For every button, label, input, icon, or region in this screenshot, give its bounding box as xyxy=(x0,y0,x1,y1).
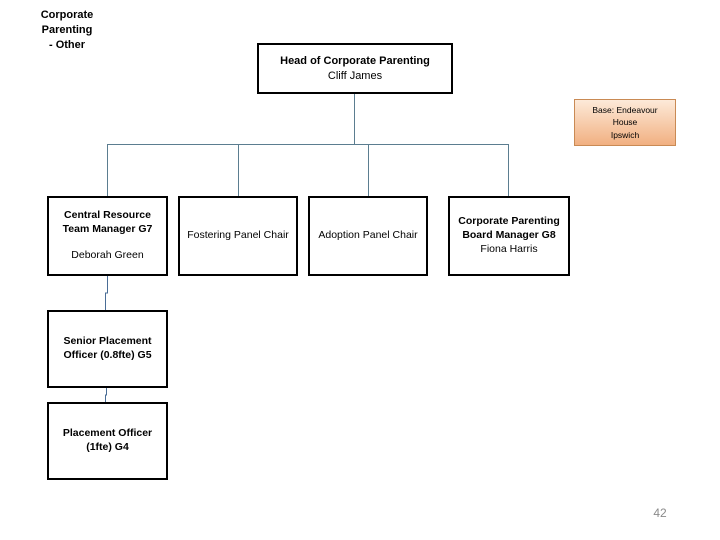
org-box-title: Officer (0.8fte) G5 xyxy=(63,349,152,361)
connector-central-to-senior xyxy=(105,276,108,310)
org-box-adoption-panel-chair: Adoption Panel Chair xyxy=(308,196,428,276)
org-box-corporate-parenting-board-manager: Corporate Parenting Board Manager G8 Fio… xyxy=(448,196,570,276)
connector-senior-to-placement xyxy=(105,388,107,402)
base-note-line: House xyxy=(612,117,638,128)
base-note-line: Base: Endeavour xyxy=(592,105,658,116)
org-box-person-name: Fiona Harris xyxy=(480,242,538,255)
org-box-title: (1fte) G4 xyxy=(86,441,129,453)
org-box-fostering-panel-chair: Fostering Panel Chair xyxy=(178,196,298,276)
slide-title: Corporate Parenting - Other xyxy=(14,8,120,53)
org-box-title: Corporate Parenting xyxy=(458,215,560,228)
org-box-placement-officer: Placement Officer (1fte) G4 xyxy=(47,402,168,480)
org-box-senior-placement-officer: Senior Placement Officer (0.8fte) G5 xyxy=(47,310,168,388)
org-box-central-resource-team-manager: Central Resource Team Manager G7 Deborah… xyxy=(47,196,168,276)
org-box-title: Senior Placement xyxy=(63,335,152,348)
org-box-title: Head of Corporate Parenting xyxy=(280,54,430,67)
base-note-line: Ipswich xyxy=(610,129,640,140)
org-box-title: Fostering Panel Chair xyxy=(187,229,289,242)
org-box-title: Adoption Panel Chair xyxy=(318,229,418,242)
org-box-title: Board Manager G8 xyxy=(462,229,556,242)
org-box-person-name: Deborah Green xyxy=(71,249,144,262)
org-box-title: Placement Officer xyxy=(62,427,153,440)
org-box-title: Team Manager G7 xyxy=(62,222,153,235)
org-box-person-name: Cliff James xyxy=(327,69,383,82)
org-box-head-of-corporate-parenting: Head of Corporate Parenting Cliff James xyxy=(257,43,453,94)
base-location-note: Base: Endeavour House Ipswich xyxy=(574,99,676,146)
slide-page-number: 42 xyxy=(653,506,667,520)
slide-title-line: - Other xyxy=(48,38,86,51)
slide-title-line: Corporate Parenting xyxy=(40,9,94,36)
org-box-title: Central Resource xyxy=(64,208,151,221)
